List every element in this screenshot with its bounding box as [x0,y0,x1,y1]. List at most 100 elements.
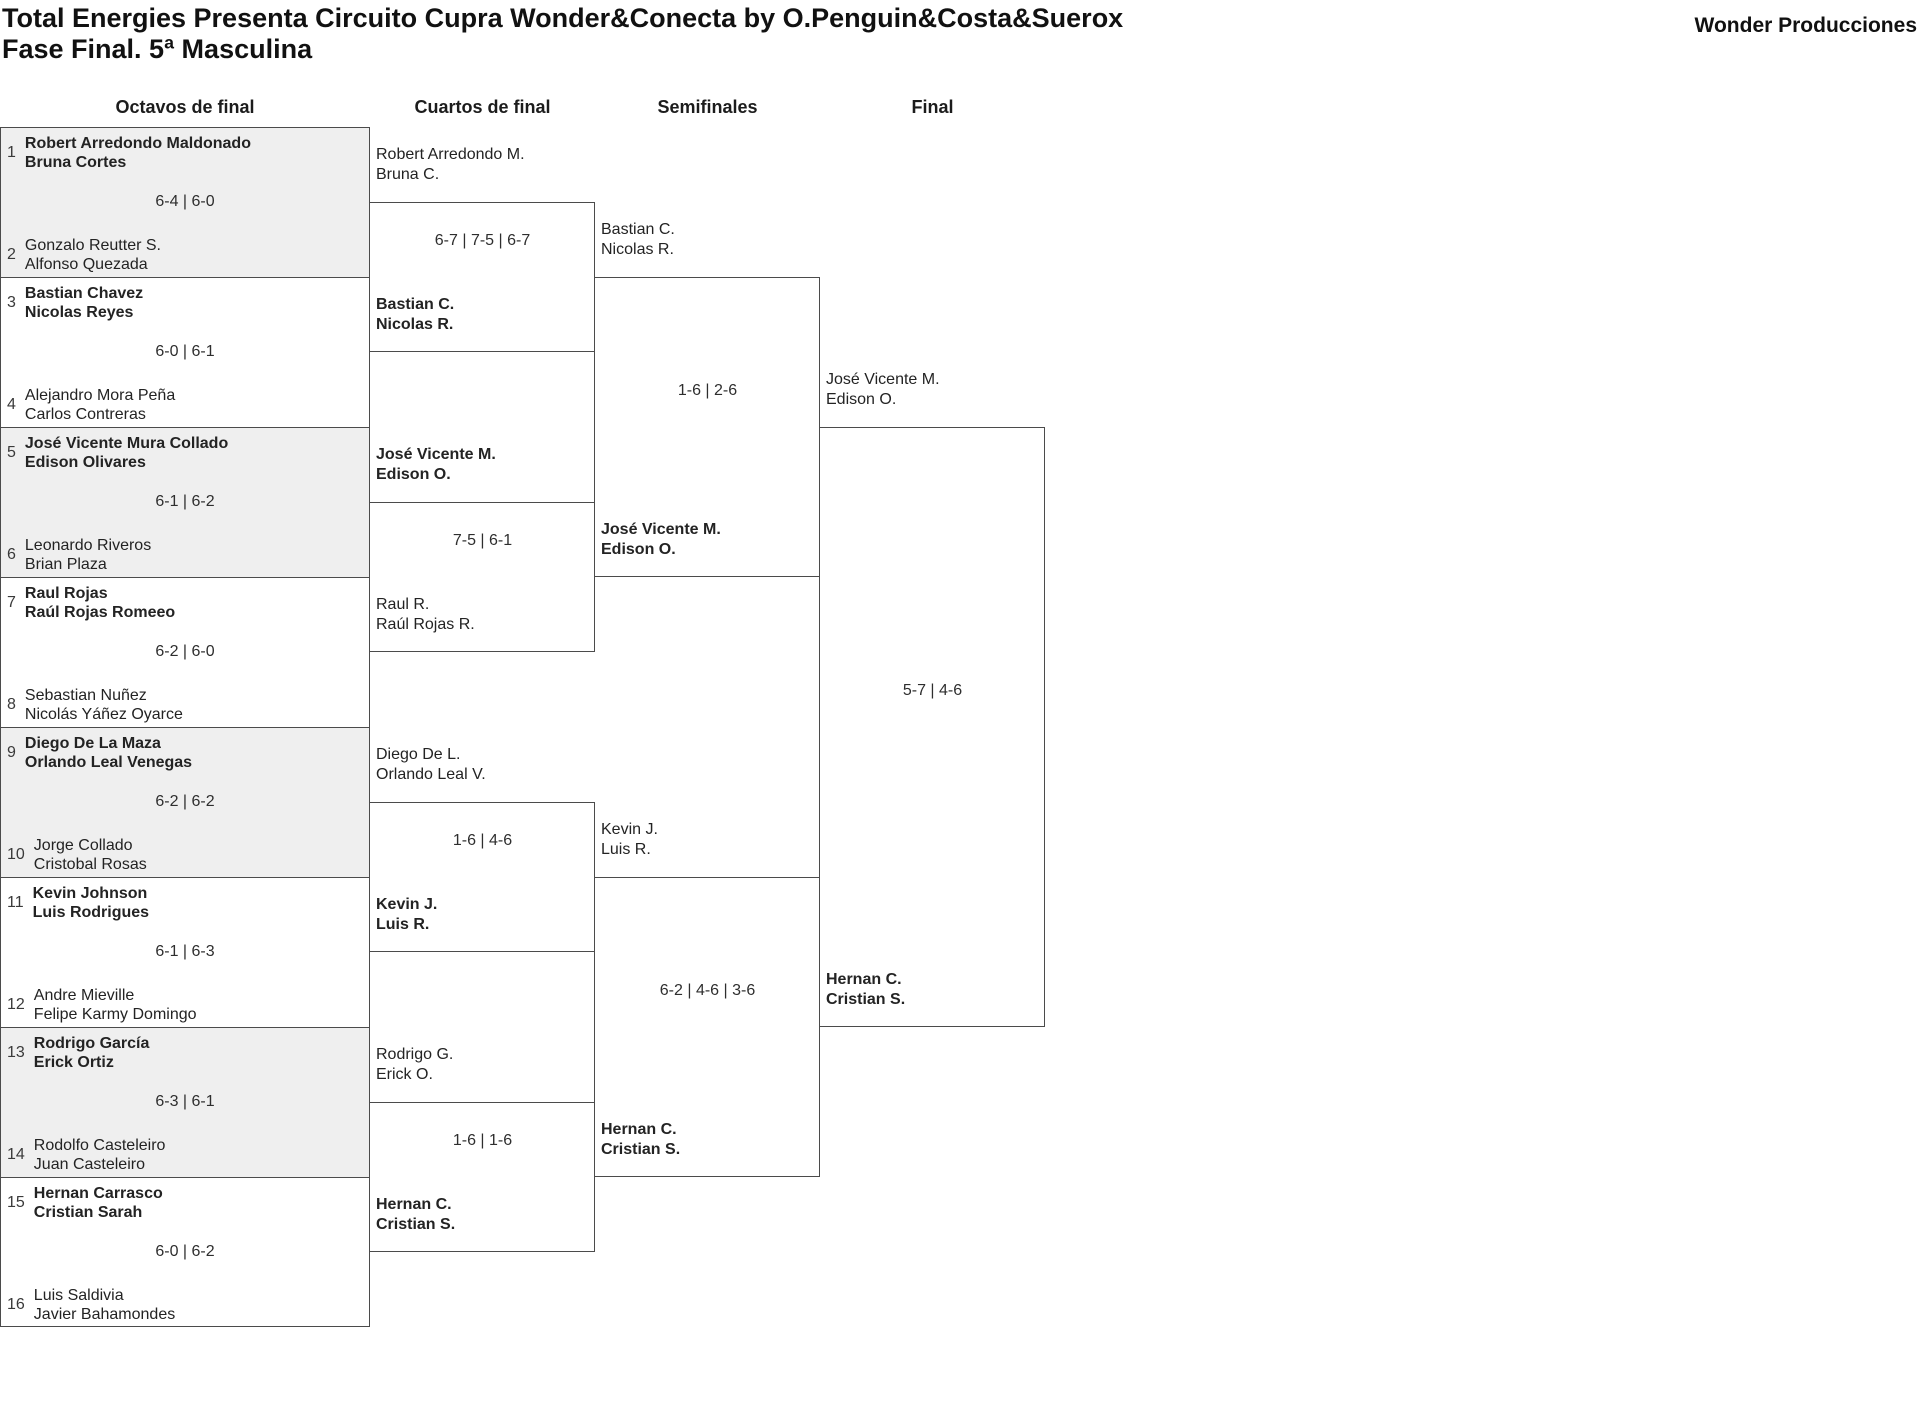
player-name: Bruna C. [376,165,440,183]
advancing-team-label: Bastian C.Nicolas R. [376,295,454,334]
match-score: 6-1 | 6-2 [155,493,215,511]
advancing-team-label: Diego De L.Orlando Leal V. [376,745,486,784]
player-name: Edison O. [826,390,897,408]
player-name: Edison O. [601,540,676,558]
player-name: Luis Rodrigues [32,904,150,922]
seed-number: 16 [7,1296,25,1314]
match-score: 6-2 | 6-0 [155,643,215,661]
player-name: Hernan Carrasco [33,1184,163,1202]
seed-number: 11 [7,894,24,912]
match-score: 5-7 | 4-6 [902,682,963,700]
seed-number: 15 [7,1194,25,1212]
advancing-team-label: Hernan C.Cristian S. [826,970,905,1009]
player-name: Bastian C. [376,296,455,314]
match-score: 6-3 | 6-1 [155,1093,215,1111]
player-name: Jorge Collado [33,836,133,854]
player-name: Andre Mieville [33,986,135,1004]
player-name: Brian Plaza [24,555,107,573]
player-name: Edison Olivares [24,454,146,472]
player-name: Raul R. [376,596,430,614]
octavos-match-6 [0,877,370,1027]
player-name: Javier Bahamondes [33,1305,176,1323]
seed-number: 2 [7,246,16,264]
player-name: José Vicente M. [376,446,496,464]
advancing-team-label: Kevin J.Luis R. [601,820,658,859]
advancing-team-label: Hernan C.Cristian S. [601,1120,680,1159]
player-name: Kevin J. [376,896,438,914]
player-name: Luis R. [376,915,430,933]
match-score: 6-0 | 6-2 [155,1243,215,1261]
player-name: Kevin J. [601,821,658,839]
player-name: José Vicente M. [601,521,721,539]
player-name: Luis R. [601,840,651,858]
player-name: Nicolas R. [601,240,674,258]
octavos-match-1 [0,127,370,277]
player-name: Cristian S. [826,990,906,1008]
advancing-team-label: Hernan C.Cristian S. [376,1195,455,1234]
round-header-3: Semifinales [657,97,758,118]
player-name: Rodrigo G. [376,1046,454,1064]
advancing-team-label: Kevin J.Luis R. [376,895,437,934]
player-name: Juan Casteleiro [33,1155,145,1173]
player-name: Nicolás Yáñez Oyarce [24,705,183,723]
player-name: Raúl Rojas Romeeo [24,604,176,622]
team-names: Gonzalo Reutter S.Alfonso Quezada [25,236,161,275]
advancing-team-label: José Vicente M.Edison O. [601,520,721,559]
octavos-match-2 [0,277,370,427]
player-name: Rodolfo Casteleiro [33,1136,166,1154]
player-name: Raul Rojas [24,584,108,602]
player-name: Bastian C. [601,221,675,239]
seed-number: 6 [7,546,16,564]
player-name: Cristobal Rosas [33,855,147,873]
seed-number: 8 [7,696,16,714]
player-name: Carlos Contreras [24,405,146,423]
player-name: Hernan C. [826,971,902,989]
seed-number: 7 [7,594,16,612]
player-name: Diego De La Maza [24,734,161,752]
player-name: Alfonso Quezada [24,255,148,273]
match-score: 1-6 | 1-6 [452,1132,513,1150]
seed-number: 10 [7,846,25,864]
cuartos-match-2 [369,502,595,652]
page-title: Total Energies Presenta Circuito Cupra W… [2,3,1123,66]
seed-number: 9 [7,744,16,762]
round-header-4: Final [911,97,954,118]
player-name: Nicolas R. [376,315,454,333]
octavos-match-7 [0,1027,370,1177]
player-name: Bruna Cortes [24,154,127,172]
seed-number: 5 [7,444,16,462]
match-score: 1-6 | 4-6 [452,832,513,850]
seed-number: 1 [7,144,16,162]
page-title-line1: Total Energies Presenta Circuito Cupra W… [2,3,1124,34]
match-score: 7-5 | 6-1 [452,532,513,550]
advancing-team-label: Rodrigo G.Erick O. [376,1045,453,1084]
round-header-2: Cuartos de final [414,97,551,118]
match-score: 6-2 | 6-2 [155,793,215,811]
player-name: Cristian S. [601,1140,681,1158]
player-name: Raúl Rojas R. [376,615,475,633]
player-name: Rodrigo García [33,1034,150,1052]
player-name: Gonzalo Reutter S. [24,236,161,254]
semifinales-match-2 [594,877,820,1177]
match-score: 6-4 | 6-0 [155,193,215,211]
player-name: Nicolas Reyes [24,304,134,322]
player-name: Hernan C. [601,1121,677,1139]
player-name: Erick O. [376,1065,433,1083]
player-name: Alejandro Mora Peña [24,386,176,404]
player-name: Felipe Karmy Domingo [33,1005,197,1023]
team-slot: 2 Gonzalo Reutter S.Alfonso Quezada [7,236,161,275]
